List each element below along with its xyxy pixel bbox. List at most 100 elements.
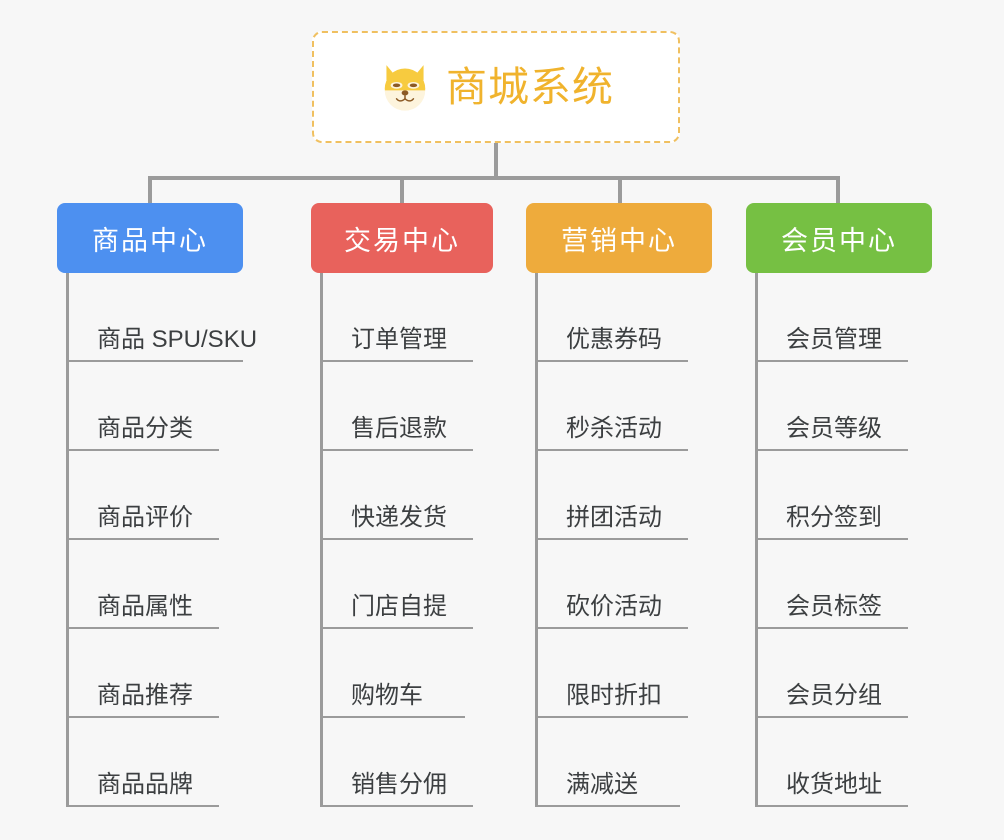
leaf-item-label: 商品评价 bbox=[93, 504, 219, 540]
leaf-spine bbox=[66, 273, 69, 807]
leaf-connector-stub bbox=[756, 449, 784, 451]
leaf-connector-stub bbox=[536, 805, 564, 807]
leaf-connector-stub bbox=[756, 360, 784, 362]
leaf-list-product-center: 商品 SPU/SKU 商品分类 商品评价 商品属性 商品推荐 商品品牌 bbox=[57, 273, 257, 807]
branch-column-marketing-center: 营销中心 优惠券码 秒杀活动 拼团活动 砍价活动 限时折扣 bbox=[526, 203, 712, 807]
leaf-connector-stub bbox=[67, 538, 95, 540]
root-node[interactable]: 商城系统 bbox=[312, 31, 680, 143]
leaf-item[interactable]: 会员标签 bbox=[746, 540, 932, 629]
leaf-connector-stub bbox=[536, 627, 564, 629]
leaf-item-label: 会员分组 bbox=[782, 682, 908, 718]
connector-root-stem bbox=[494, 143, 498, 178]
leaf-item[interactable]: 商品 SPU/SKU bbox=[57, 273, 257, 362]
leaf-item[interactable]: 会员等级 bbox=[746, 362, 932, 451]
leaf-item-label: 砍价活动 bbox=[562, 593, 688, 629]
branch-header-label: 商品中心 bbox=[92, 225, 208, 256]
connector-horizontal-bus bbox=[148, 176, 840, 180]
leaf-connector-stub bbox=[67, 627, 95, 629]
leaf-item[interactable]: 砍价活动 bbox=[526, 540, 712, 629]
leaf-item[interactable]: 售后退款 bbox=[311, 362, 493, 451]
leaf-item[interactable]: 积分签到 bbox=[746, 451, 932, 540]
leaf-connector-stub bbox=[536, 360, 564, 362]
leaf-item-label: 收货地址 bbox=[782, 771, 908, 807]
leaf-item[interactable]: 快递发货 bbox=[311, 451, 493, 540]
leaf-item[interactable]: 商品属性 bbox=[57, 540, 243, 629]
leaf-item[interactable]: 商品品牌 bbox=[57, 718, 243, 807]
connector-drop-branch-1 bbox=[148, 176, 152, 204]
connector-drop-branch-2 bbox=[400, 176, 404, 204]
leaf-list-member-center: 会员管理 会员等级 积分签到 会员标签 会员分组 收货地址 bbox=[746, 273, 932, 807]
leaf-spine bbox=[755, 273, 758, 807]
branch-column-member-center: 会员中心 会员管理 会员等级 积分签到 会员标签 会员分组 bbox=[746, 203, 932, 807]
leaf-connector-stub bbox=[321, 360, 349, 362]
leaf-connector-stub bbox=[321, 538, 349, 540]
leaf-item[interactable]: 秒杀活动 bbox=[526, 362, 712, 451]
branch-column-product-center: 商品中心 商品 SPU/SKU 商品分类 商品评价 商品属性 商品推荐 bbox=[57, 203, 257, 807]
leaf-item[interactable]: 订单管理 bbox=[311, 273, 493, 362]
leaf-item-label: 商品品牌 bbox=[93, 771, 219, 807]
branch-header-trade-center[interactable]: 交易中心 bbox=[311, 203, 493, 273]
leaf-connector-stub bbox=[67, 716, 95, 718]
leaf-item-label: 商品分类 bbox=[93, 415, 219, 451]
branch-header-label: 营销中心 bbox=[561, 225, 677, 256]
leaf-item[interactable]: 购物车 bbox=[311, 629, 493, 718]
leaf-connector-stub bbox=[756, 716, 784, 718]
leaf-item-label: 快递发货 bbox=[347, 504, 473, 540]
leaf-connector-stub bbox=[756, 627, 784, 629]
shiba-dog-face-icon bbox=[384, 65, 426, 111]
leaf-item[interactable]: 会员分组 bbox=[746, 629, 932, 718]
leaf-item-label: 购物车 bbox=[347, 682, 465, 718]
leaf-item-label: 售后退款 bbox=[347, 415, 473, 451]
leaf-connector-stub bbox=[536, 538, 564, 540]
leaf-connector-stub bbox=[67, 360, 95, 362]
leaf-item-label: 商品 SPU/SKU bbox=[93, 326, 257, 362]
leaf-item[interactable]: 商品评价 bbox=[57, 451, 243, 540]
leaf-item-label: 门店自提 bbox=[347, 593, 473, 629]
leaf-item-label: 销售分佣 bbox=[347, 771, 473, 807]
root-title: 商城系统 bbox=[446, 63, 614, 110]
leaf-list-marketing-center: 优惠券码 秒杀活动 拼团活动 砍价活动 限时折扣 满减送 bbox=[526, 273, 712, 807]
leaf-spine bbox=[535, 273, 538, 807]
leaf-connector-stub bbox=[536, 449, 564, 451]
leaf-item-label: 会员管理 bbox=[782, 326, 908, 362]
leaf-item[interactable]: 门店自提 bbox=[311, 540, 493, 629]
connector-drop-branch-4 bbox=[836, 176, 840, 204]
leaf-connector-stub bbox=[321, 449, 349, 451]
branch-column-trade-center: 交易中心 订单管理 售后退款 快递发货 门店自提 购物车 bbox=[311, 203, 493, 807]
leaf-connector-stub bbox=[67, 805, 95, 807]
leaf-connector-stub bbox=[321, 716, 349, 718]
connector-drop-branch-3 bbox=[618, 176, 622, 204]
leaf-list-trade-center: 订单管理 售后退款 快递发货 门店自提 购物车 销售分佣 bbox=[311, 273, 493, 807]
leaf-connector-stub bbox=[756, 538, 784, 540]
leaf-item-label: 秒杀活动 bbox=[562, 415, 688, 451]
leaf-item-label: 会员标签 bbox=[782, 593, 908, 629]
leaf-item[interactable]: 限时折扣 bbox=[526, 629, 712, 718]
branch-header-product-center[interactable]: 商品中心 bbox=[57, 203, 243, 273]
leaf-item[interactable]: 满减送 bbox=[526, 718, 712, 807]
leaf-connector-stub bbox=[67, 449, 95, 451]
leaf-item-label: 积分签到 bbox=[782, 504, 908, 540]
branch-header-member-center[interactable]: 会员中心 bbox=[746, 203, 932, 273]
leaf-item[interactable]: 销售分佣 bbox=[311, 718, 493, 807]
leaf-connector-stub bbox=[756, 805, 784, 807]
leaf-item-label: 商品推荐 bbox=[93, 682, 219, 718]
branch-header-label: 会员中心 bbox=[781, 225, 897, 256]
leaf-spine bbox=[320, 273, 323, 807]
leaf-item[interactable]: 商品推荐 bbox=[57, 629, 243, 718]
leaf-connector-stub bbox=[536, 716, 564, 718]
leaf-item[interactable]: 收货地址 bbox=[746, 718, 932, 807]
leaf-item-label: 限时折扣 bbox=[562, 682, 688, 718]
leaf-connector-stub bbox=[321, 805, 349, 807]
leaf-item-label: 订单管理 bbox=[347, 326, 473, 362]
leaf-item-label: 会员等级 bbox=[782, 415, 908, 451]
leaf-item-label: 拼团活动 bbox=[562, 504, 688, 540]
leaf-item[interactable]: 拼团活动 bbox=[526, 451, 712, 540]
leaf-item[interactable]: 优惠券码 bbox=[526, 273, 712, 362]
leaf-connector-stub bbox=[321, 627, 349, 629]
branch-header-marketing-center[interactable]: 营销中心 bbox=[526, 203, 712, 273]
leaf-item-label: 满减送 bbox=[562, 771, 680, 807]
leaf-item[interactable]: 会员管理 bbox=[746, 273, 932, 362]
leaf-item-label: 商品属性 bbox=[93, 593, 219, 629]
leaf-item[interactable]: 商品分类 bbox=[57, 362, 243, 451]
